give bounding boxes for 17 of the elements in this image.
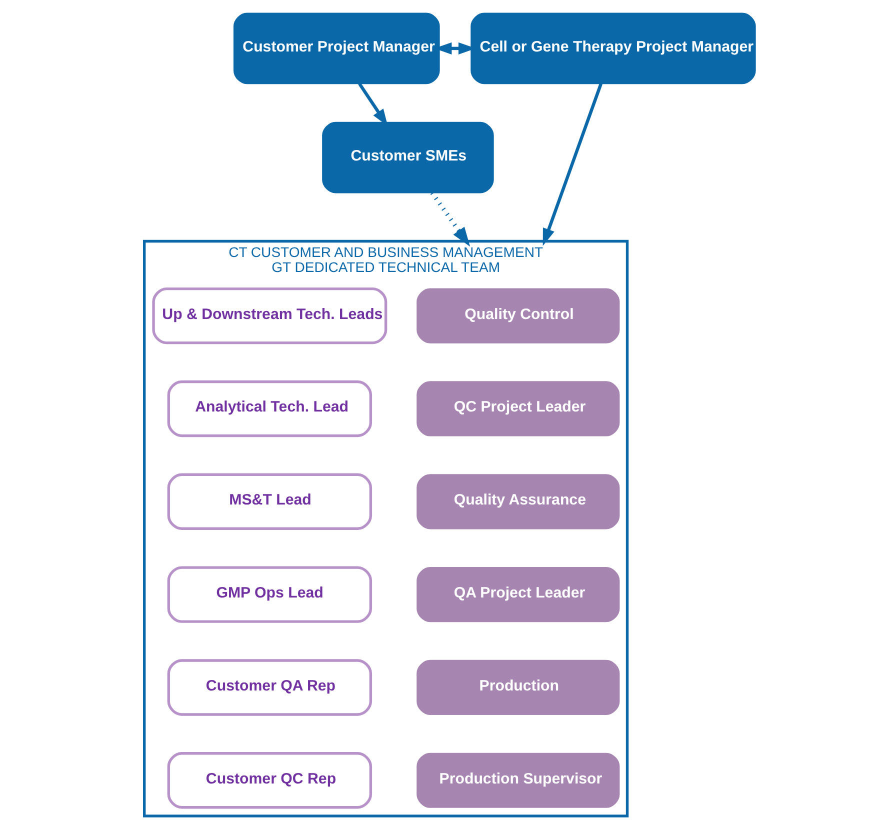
arrow: [430, 191, 470, 246]
node-box: MS&T Lead: [166, 472, 372, 530]
node-box: GMP Ops Lead: [166, 566, 372, 622]
node-box: Customer Project Manager: [232, 12, 440, 84]
node-box: Quality Control: [416, 288, 620, 343]
node-box: Customer QA Rep: [166, 658, 372, 716]
node-box: Cell or Gene Therapy Project Manager: [470, 12, 756, 84]
node-box: QC Project Leader: [416, 380, 620, 436]
node-box: Customer QC Rep: [166, 752, 372, 808]
node-box: Production Supervisor: [416, 752, 620, 808]
node-box: Customer SMEs: [322, 121, 494, 193]
node-box: QA Project Leader: [416, 566, 620, 622]
node-box: Analytical Tech. Lead: [166, 380, 372, 437]
node-box: Quality Assurance: [416, 474, 620, 529]
node-box: Production: [416, 659, 620, 715]
arrow: [542, 82, 602, 246]
node-box: Up & Downstream Tech. Leads: [152, 286, 387, 344]
